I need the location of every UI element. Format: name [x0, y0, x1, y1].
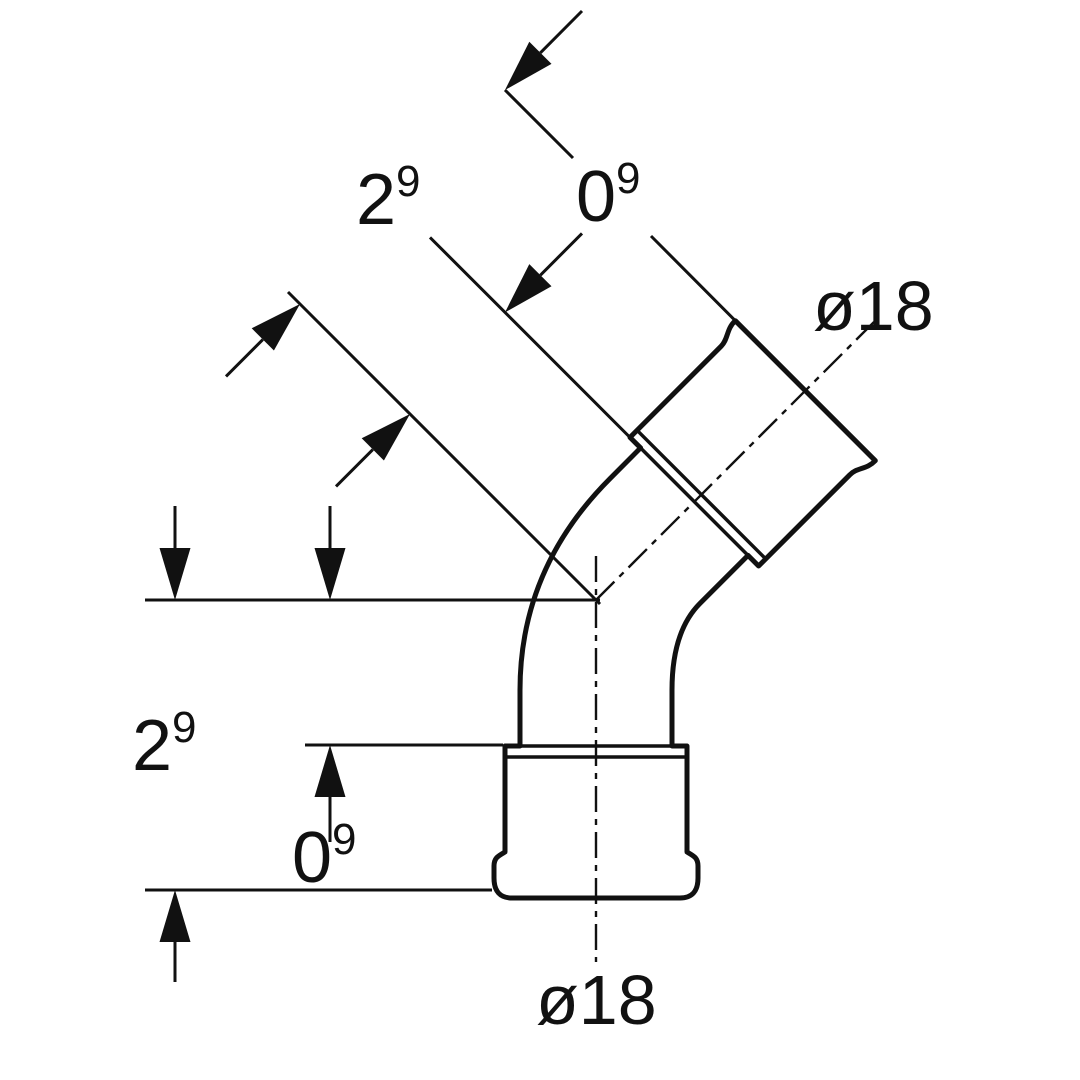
pipe-fitting-body — [491, 318, 878, 901]
dimension-label-diagonal-outer: 29 — [356, 157, 421, 240]
dimension-arrow-center-a — [159, 506, 191, 600]
dimension-arrow-center-b — [314, 506, 346, 600]
dimension-arrow-bottom-face — [159, 890, 191, 982]
dimension-superscript: 9 — [616, 154, 640, 203]
dimension-value: 0 — [292, 818, 332, 898]
dimension-line-top-step-extension — [428, 236, 632, 439]
dimension-superscript: 9 — [172, 703, 196, 752]
arrowhead-icon — [505, 41, 552, 90]
arrowhead-icon — [361, 414, 410, 461]
dimension-arrow-bottom-step — [314, 745, 346, 842]
dimension-label-vertical-inner: 09 — [292, 815, 357, 898]
arrow-stem — [539, 232, 584, 277]
dimension-label-vertical-outer: 29 — [132, 703, 197, 786]
dimension-arrow-top-face — [505, 9, 584, 90]
centerline-diagonal — [595, 321, 875, 601]
dimension-superscript: 9 — [332, 815, 356, 864]
arrowhead-icon — [505, 264, 552, 313]
arrow-stem — [539, 9, 584, 54]
dimension-value: 2 — [132, 706, 172, 786]
dimension-line-center-diagonal — [286, 290, 602, 606]
dimension-arrow-diagonal-a — [224, 304, 300, 378]
dimension-label-diagonal-inner: 09 — [576, 154, 641, 237]
dimension-arrow-top-step — [505, 232, 584, 313]
arrow-stem — [224, 338, 264, 378]
dimension-arrow-diagonal-b — [334, 414, 410, 488]
arrowhead-icon — [251, 304, 300, 351]
diameter-label-top: ø18 — [813, 267, 934, 345]
arrowhead-icon — [314, 548, 346, 600]
dimension-superscript: 9 — [396, 157, 420, 206]
arrowhead-icon — [159, 890, 191, 942]
dimension-line-top-face-extension — [503, 88, 737, 322]
diameter-label-bottom: ø18 — [536, 961, 657, 1039]
arrowhead-icon — [314, 745, 346, 797]
dimension-value: 0 — [576, 157, 616, 237]
dimension-value: 2 — [356, 160, 396, 240]
arrow-stem — [334, 448, 374, 488]
arrowhead-icon — [159, 548, 191, 600]
